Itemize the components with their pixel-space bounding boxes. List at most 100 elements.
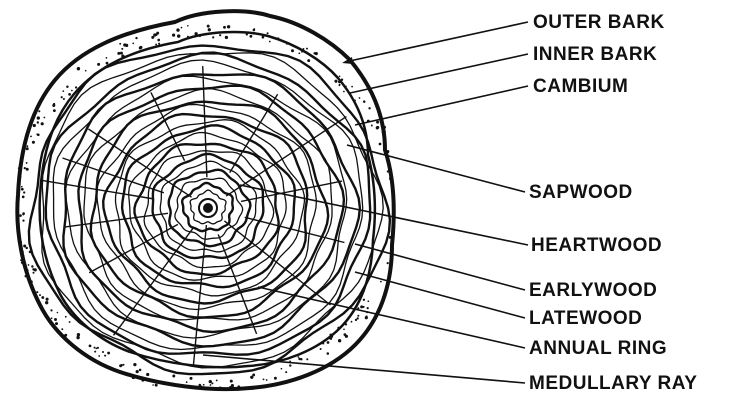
bark-stipple-dot <box>182 384 184 386</box>
bark-stipple-dot <box>71 90 73 92</box>
bark-stipple-dot <box>363 100 366 103</box>
bark-stipple-dot <box>24 167 26 169</box>
bark-stipple-dot <box>76 336 79 339</box>
bark-stipple-dot <box>363 299 365 301</box>
bark-stipple-dot <box>231 384 234 387</box>
bark-stipple-dot <box>351 86 353 88</box>
bark-stipple-dot <box>208 28 211 31</box>
bark-stipple-dot <box>155 43 157 45</box>
bark-stipple-dot <box>267 32 269 34</box>
bark-stipple-dot <box>297 356 299 358</box>
bark-stipple-dot <box>37 116 40 119</box>
bark-stipple-dot <box>28 264 30 266</box>
bark-stipple-dot <box>21 186 23 188</box>
bark-stipple-dot <box>85 70 87 72</box>
bark-stipple-dot <box>263 378 265 380</box>
bark-stipple-dot <box>203 384 205 386</box>
bark-stipple-dot <box>119 364 122 367</box>
log-cross-section <box>17 11 394 389</box>
bark-stipple-dot <box>382 130 385 133</box>
bark-stipple-dot <box>26 168 29 171</box>
bark-stipple-dot <box>343 328 345 330</box>
bark-stipple-dot <box>367 307 369 309</box>
bark-stipple-dot <box>23 191 25 193</box>
bark-stipple-dot <box>102 351 104 353</box>
bark-stipple-dot <box>155 384 158 387</box>
bark-stipple-dot <box>383 126 386 129</box>
bark-stipple-dot <box>27 269 29 271</box>
bark-stipple-dot <box>22 212 25 215</box>
bark-stipple-dot <box>75 86 77 88</box>
bark-stipple-dot <box>171 383 174 386</box>
bark-stipple-dot <box>26 145 28 147</box>
bark-stipple-dot <box>345 86 347 88</box>
bark-stipple-dot <box>77 333 80 336</box>
bark-stipple-dot <box>37 121 39 123</box>
bark-stipple-dot <box>307 59 310 62</box>
bark-stipple-dot <box>227 25 230 28</box>
bark-stipple-dot <box>219 387 222 390</box>
bark-stipple-dot <box>106 62 109 65</box>
bark-stipple-dot <box>106 57 108 59</box>
bark-stipple-dot <box>339 75 341 77</box>
bark-stipple-dot <box>123 43 126 46</box>
bark-stipple-dot <box>306 48 308 50</box>
bark-stipple-dot <box>139 47 142 50</box>
bark-stipple-dot <box>77 67 80 70</box>
bark-stipple-dot <box>156 32 159 35</box>
bark-stipple-dot <box>298 52 300 54</box>
label-annual-ring: ANNUAL RING <box>529 338 667 359</box>
label-cambium: CAMBIUM <box>533 76 628 97</box>
bark-stipple-dot <box>31 265 33 267</box>
bark-stipple-dot <box>117 52 120 55</box>
bark-stipple-dot <box>200 386 202 388</box>
bark-stipple-dot <box>212 36 214 38</box>
bark-stipple-dot <box>36 291 38 293</box>
pith <box>203 203 213 213</box>
bark-stipple-dot <box>119 43 121 45</box>
bark-stipple-dot <box>97 63 100 66</box>
bark-stipple-dot <box>26 162 28 164</box>
bark-stipple-dot <box>21 250 24 253</box>
bark-stipple-dot <box>41 296 44 299</box>
bark-stipple-dot <box>30 135 32 137</box>
bark-stipple-dot <box>344 333 347 336</box>
bark-stipple-dot <box>132 43 134 45</box>
bark-stipple-dot <box>22 219 24 221</box>
bark-stipple-dot <box>207 25 210 28</box>
bark-stipple-dot <box>186 381 188 383</box>
bark-stipple-dot <box>301 51 303 53</box>
bark-stipple-dot <box>386 150 389 153</box>
bark-stipple-dot <box>343 91 345 93</box>
bark-stipple-dot <box>44 117 46 119</box>
bark-stipple-dot <box>65 316 67 318</box>
bark-stipple-dot <box>139 369 142 372</box>
bark-stipple-dot <box>136 370 139 373</box>
bark-stipple-dot <box>368 107 370 109</box>
bark-stipple-dot <box>237 385 240 388</box>
bark-stipple-dot <box>291 49 294 52</box>
bark-stipple-dot <box>320 348 322 350</box>
bark-stipple-dot <box>20 259 22 261</box>
bark-stipple-dot <box>89 345 92 348</box>
bark-stipple-dot <box>53 109 56 112</box>
bark-stipple-dot <box>306 358 308 360</box>
bark-stipple-dot <box>66 85 68 87</box>
bark-stipple-dot <box>62 90 64 92</box>
labels: OUTER BARK INNER BARK CAMBIUM SAPWOOD HE… <box>529 12 697 394</box>
bark-stipple-dot <box>121 55 124 58</box>
bark-stipple-dot <box>365 316 368 319</box>
bark-stipple-dot <box>322 342 324 344</box>
leader-inner-bark <box>350 54 528 93</box>
bark-stipple-dot <box>97 347 99 349</box>
bark-stipple-dot <box>50 309 52 311</box>
bark-stipple-dot <box>51 317 53 319</box>
bark-stipple-dot <box>141 379 144 382</box>
bark-stipple-dot <box>277 37 279 39</box>
bark-stipple-dot <box>98 355 100 357</box>
bark-stipple-dot <box>230 380 233 383</box>
bark-stipple-dot <box>337 327 340 330</box>
bark-stipple-dot <box>187 25 189 27</box>
bark-stipple-dot <box>334 80 337 83</box>
bark-stipple-dot <box>25 247 27 249</box>
